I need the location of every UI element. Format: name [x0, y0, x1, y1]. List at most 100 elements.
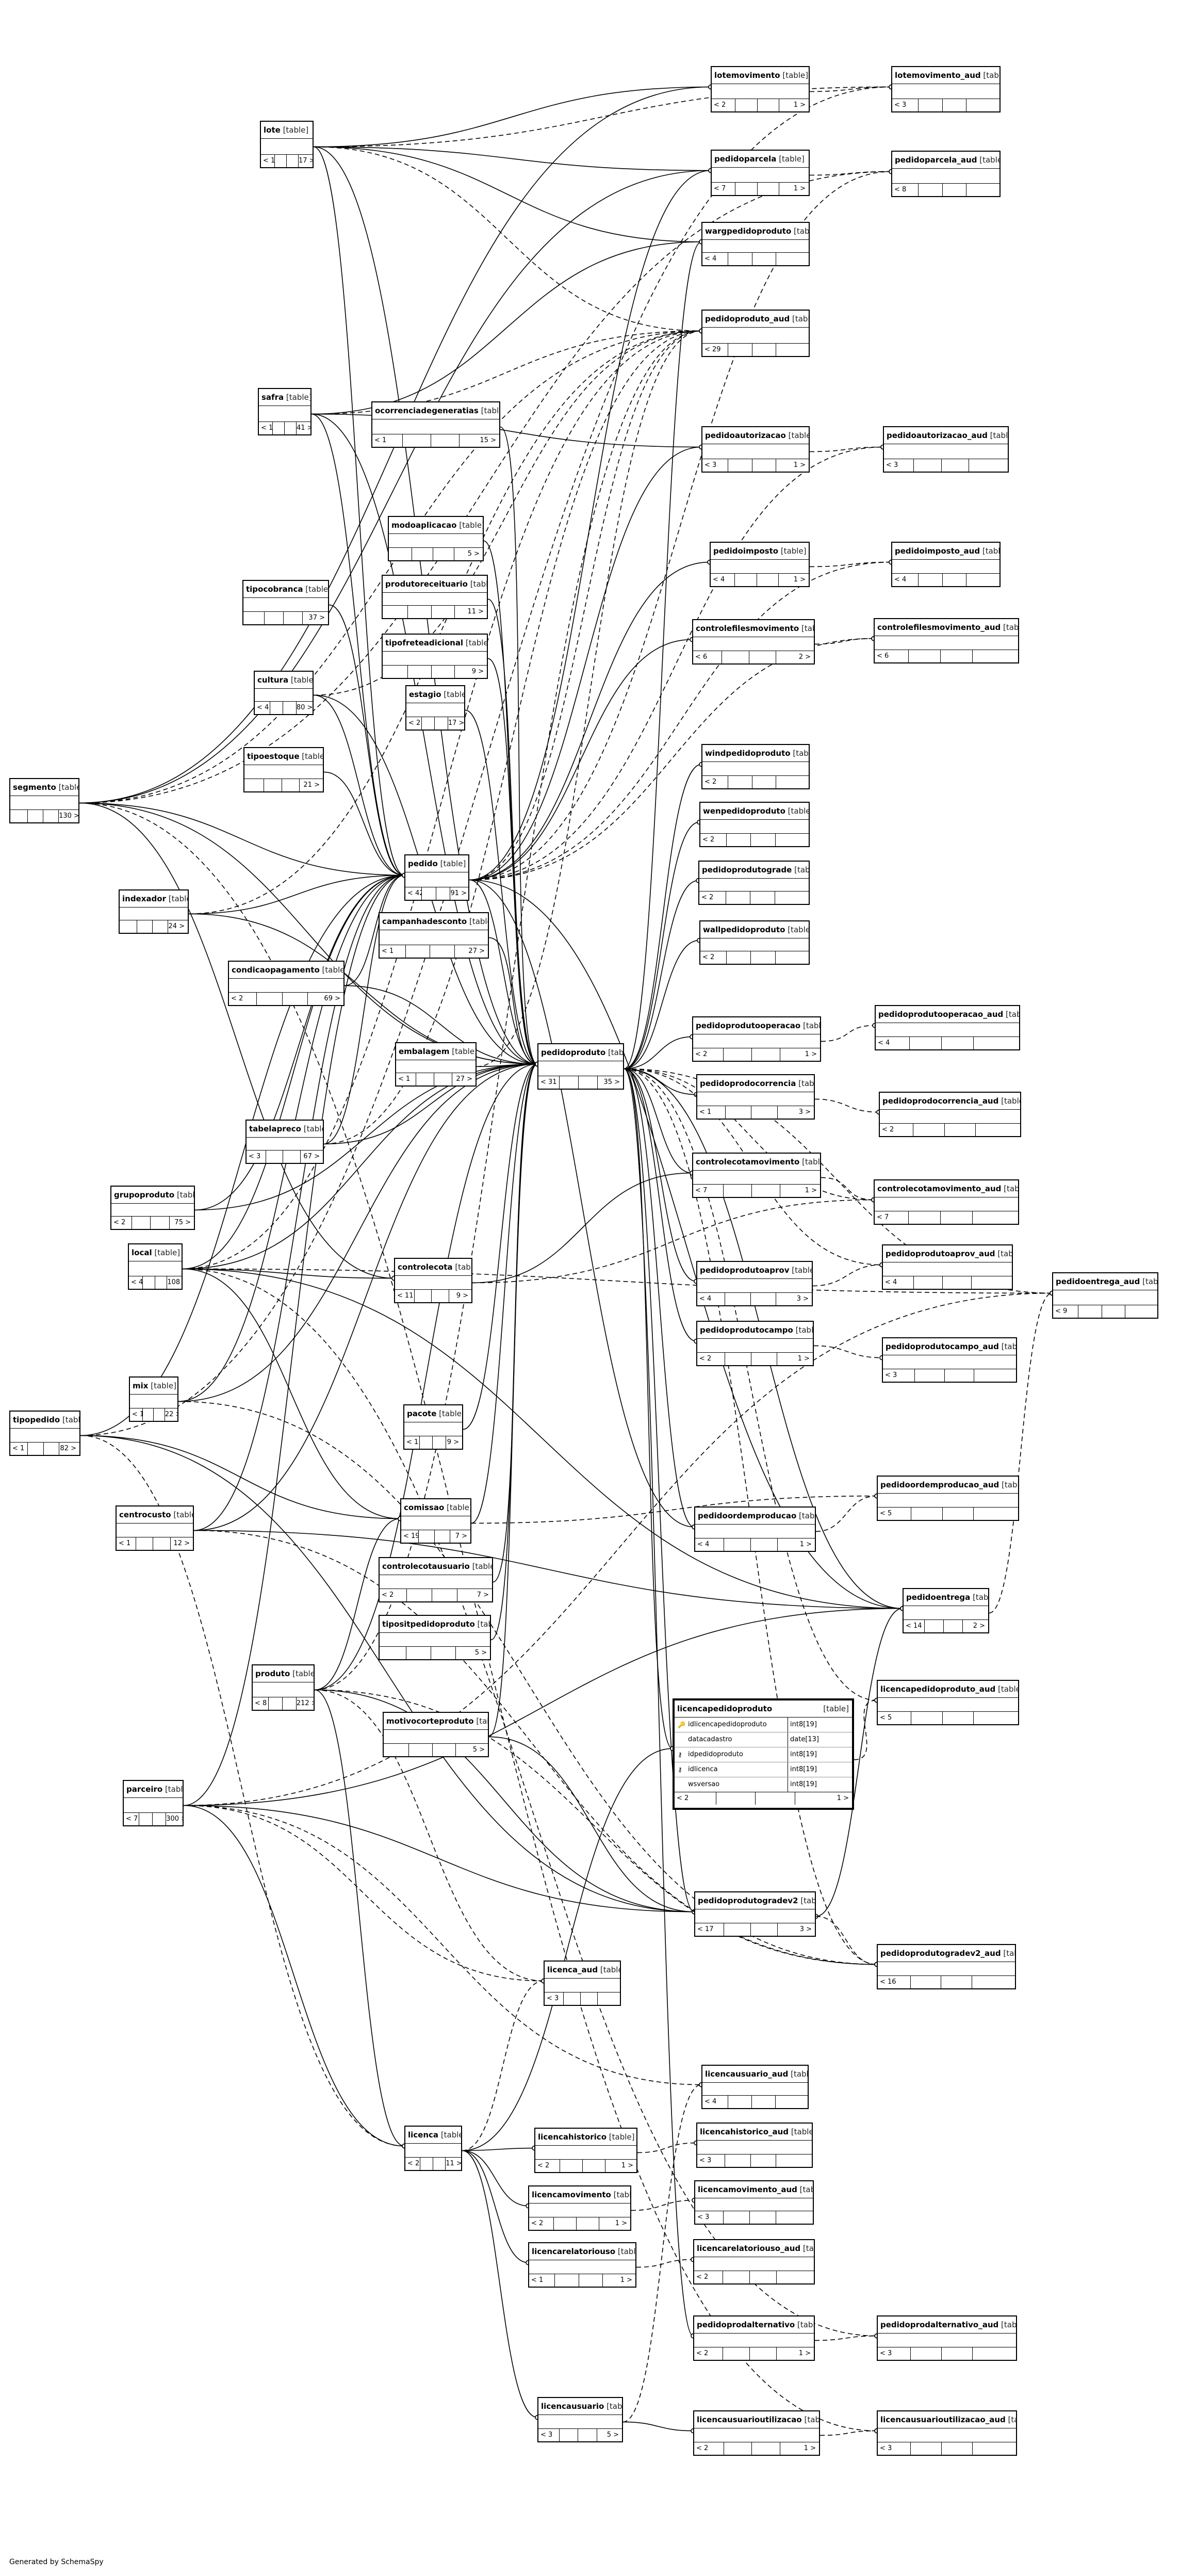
- table-name: tipocobranca: [246, 585, 303, 594]
- table-header: produto [table]: [253, 1665, 314, 1682]
- table-pedidoprodocorrencia[interactable]: pedidoprodocorrencia [table]< 13 >: [696, 1074, 815, 1120]
- table-licencamovimento_aud[interactable]: licencamovimento_aud [table]< 3: [694, 2180, 814, 2225]
- table-wargpedidoproduto[interactable]: wargpedidoproduto [table]< 4: [701, 222, 810, 266]
- table-indexador[interactable]: indexador [table]24 >: [119, 889, 189, 934]
- table-campanhadesconto[interactable]: campanhadesconto [table]< 127 >: [379, 912, 489, 959]
- parents-count: < 2: [693, 1048, 724, 1061]
- table-controlecota[interactable]: controlecota [table]< 119 >: [394, 1258, 472, 1303]
- table-pedidoproduto_aud[interactable]: pedidoproduto_aud [table]< 29: [701, 310, 810, 357]
- table-pedidoparcela_aud[interactable]: pedidoparcela_aud [table]< 8: [891, 151, 1001, 197]
- table-footer: < 4: [876, 1037, 1019, 1049]
- table-kind: [table]: [973, 1593, 988, 1602]
- column-row[interactable]: 🔑idlicencapedidoproduto int8[19]: [675, 1718, 852, 1732]
- table-licencausuarioutilizacao[interactable]: licencausuarioutilizacao [table]< 21 >: [693, 2410, 820, 2456]
- table-tipopedido[interactable]: tipopedido [table]< 182 >: [9, 1411, 80, 1456]
- table-tipocobranca[interactable]: tipocobranca [table]37 >: [242, 580, 329, 625]
- table-lotemovimento_aud[interactable]: lotemovimento_aud [table]< 3: [891, 66, 1001, 112]
- table-wallpedidoproduto[interactable]: wallpedidoproduto [table]< 2: [699, 920, 810, 965]
- table-pedidoentrega_aud[interactable]: pedidoentrega_aud [table]< 9: [1052, 1272, 1158, 1319]
- table-pedidoprodutooperacao[interactable]: pedidoprodutooperacao [table]< 21 >: [692, 1016, 821, 1062]
- parents-count: < 5: [878, 1712, 911, 1724]
- table-pedidoprodutocampo[interactable]: pedidoprodutocampo [table]< 21 >: [696, 1321, 814, 1366]
- table-mix[interactable]: mix [table]< 122 >: [129, 1376, 178, 1422]
- table-pedidoprodutograde[interactable]: pedidoprodutograde [table]< 2: [698, 861, 810, 905]
- table-pedidoordemproducao_aud[interactable]: pedidoordemproducao_aud [table]< 5: [877, 1476, 1019, 1521]
- table-licencapedidoproduto_aud[interactable]: licencapedidoproduto_aud [table]< 5: [877, 1680, 1019, 1725]
- column-row[interactable]: wsversao int8[19]: [675, 1777, 852, 1792]
- table-controlecotamovimento_aud[interactable]: controlecotamovimento_aud [table]< 7: [874, 1179, 1019, 1225]
- relationship-edge-comissao-pedidoproduto: [471, 1063, 538, 1524]
- table-pedidoprodutoaprov[interactable]: pedidoprodutoaprov [table]< 43 >: [696, 1261, 813, 1306]
- table-licencahistorico_aud[interactable]: licencahistorico_aud [table]< 3: [696, 2123, 813, 2168]
- table-tipofreteadicional[interactable]: tipofreteadicional [table]9 >: [382, 634, 488, 679]
- table-licencarelatoriouso[interactable]: licencarelatoriouso [table]< 11 >: [528, 2242, 636, 2288]
- implied-relationship-edge-cultura-pedidoproduto_aud: [313, 330, 702, 696]
- table-wenpedidoproduto[interactable]: wenpedidoproduto [table]< 2: [699, 802, 810, 847]
- table-tabelapreco[interactable]: tabelapreco [table]< 367 >: [245, 1120, 324, 1164]
- table-pedidoprodalternativo_aud[interactable]: pedidoprodalternativo_aud [table]< 3: [877, 2315, 1017, 2361]
- table-kind: [table]: [776, 154, 805, 164]
- implied-relationship-edge-controlecota-controlecotamovimento_aud: [472, 1199, 874, 1284]
- table-licencausuario[interactable]: licencausuario [table]< 35 >: [537, 2397, 623, 2442]
- table-pedidoprodutooperacao_aud[interactable]: pedidoprodutooperacao_aud [table]< 4: [875, 1005, 1020, 1050]
- table-name: licencausuarioutilizacao_aud: [880, 2415, 1006, 2424]
- table-licencausuarioutilizacao_aud[interactable]: licencausuarioutilizacao_aud [table]< 3: [877, 2410, 1017, 2456]
- table-segmento[interactable]: segmento [table]130 >: [9, 778, 79, 823]
- parents-count: < 2: [694, 2442, 725, 2455]
- table-pedidoprodutoaprov_aud[interactable]: pedidoprodutoaprov_aud [table]< 4: [882, 1244, 1013, 1290]
- column-row[interactable]: ⚷idpedidoproduto int8[19]: [675, 1747, 852, 1762]
- table-pedidoautorizacao_aud[interactable]: pedidoautorizacao_aud [table]< 3: [883, 426, 1009, 473]
- table-pedidoprodutocampo_aud[interactable]: pedidoprodutocampo_aud [table]< 3: [882, 1337, 1017, 1383]
- table-modoaplicacao[interactable]: modoaplicacao [table]5 >: [388, 516, 484, 561]
- table-licenca[interactable]: licenca [table]< 211 >: [404, 2126, 462, 2171]
- table-pedidoautorizacao[interactable]: pedidoautorizacao [table]< 31 >: [701, 426, 810, 473]
- table-licencausuario_aud[interactable]: licencausuario_aud [table]< 4: [701, 2065, 809, 2109]
- table-pedidoprodocorrencia_aud[interactable]: pedidoprodocorrencia_aud [table]< 2: [879, 1092, 1021, 1137]
- table-controlefilesmovimento[interactable]: controlefilesmovimento [table]< 62 >: [692, 619, 815, 665]
- table-pedidoimposto_aud[interactable]: pedidoimposto_aud [table]< 4: [891, 542, 1001, 587]
- table-header: condicaopagamento [table]: [229, 962, 343, 979]
- table-licencamovimento[interactable]: licencamovimento [table]< 21 >: [528, 2185, 631, 2231]
- table-controlefilesmovimento_aud[interactable]: controlefilesmovimento_aud [table]< 6: [874, 618, 1019, 663]
- table-produtoreceituario[interactable]: produtoreceituario [table]11 >: [382, 575, 488, 619]
- table-kind: [table]: [788, 431, 809, 440]
- table-pedidoordemproducao[interactable]: pedidoordemproducao [table]< 41 >: [694, 1506, 816, 1552]
- table-windpedidoproduto[interactable]: windpedidoproduto [table]< 2: [701, 744, 810, 789]
- table-cultura[interactable]: cultura [table]< 480 >: [254, 671, 314, 715]
- table-centrocusto[interactable]: centrocusto [table]< 112 >: [116, 1505, 194, 1551]
- table-pedidoprodutogradev2_aud[interactable]: pedidoprodutogradev2_aud [table]< 16: [877, 1944, 1016, 1989]
- table-estagio[interactable]: estagio [table]< 217 >: [405, 685, 465, 731]
- table-motivocorteproduto[interactable]: motivocorteproduto [table]5 >: [383, 1712, 489, 1757]
- table-pedidoprodalternativo[interactable]: pedidoprodalternativo [table]< 21 >: [693, 2315, 815, 2361]
- table-condicaopagamento[interactable]: condicaopagamento [table]< 269 >: [228, 961, 345, 1006]
- table-grupoproduto[interactable]: grupoproduto [table]< 275 >: [110, 1186, 195, 1230]
- table-tipoestoque[interactable]: tipoestoque [table]21 >: [243, 747, 324, 792]
- table-tipositpedidoproduto[interactable]: tipositpedidoproduto [table]5 >: [379, 1615, 491, 1660]
- table-controlecotamovimento[interactable]: controlecotamovimento [table]< 71 >: [692, 1153, 821, 1198]
- table-controlecotausuario[interactable]: controlecotausuario [table]< 27 >: [379, 1557, 493, 1602]
- table-pedidoprodutogradev2[interactable]: pedidoprodutogradev2 [table]< 173 >: [694, 1891, 816, 1937]
- table-body: [702, 328, 809, 344]
- focus-table-licencapedidoproduto[interactable]: licencapedidoproduto [table] 🔑idlicencap…: [673, 1698, 854, 1810]
- table-ocorrenciadegeneratias[interactable]: ocorrenciadegeneratias [table]< 115 >: [371, 401, 500, 448]
- table-licencarelatoriouso_aud[interactable]: licencarelatoriouso_aud [table]< 2: [693, 2239, 815, 2285]
- column-row[interactable]: datacadastro date[13]: [675, 1732, 852, 1747]
- column-row[interactable]: ⚷idlicenca int8[19]: [675, 1762, 852, 1777]
- table-pedido[interactable]: pedido [table]< 4291 >: [404, 854, 469, 901]
- table-licenca_aud[interactable]: licenca_aud [table]< 3: [544, 1961, 621, 2006]
- table-pedidoentrega[interactable]: pedidoentrega [table]< 142 >: [903, 1588, 989, 1633]
- table-name: local: [132, 1248, 152, 1257]
